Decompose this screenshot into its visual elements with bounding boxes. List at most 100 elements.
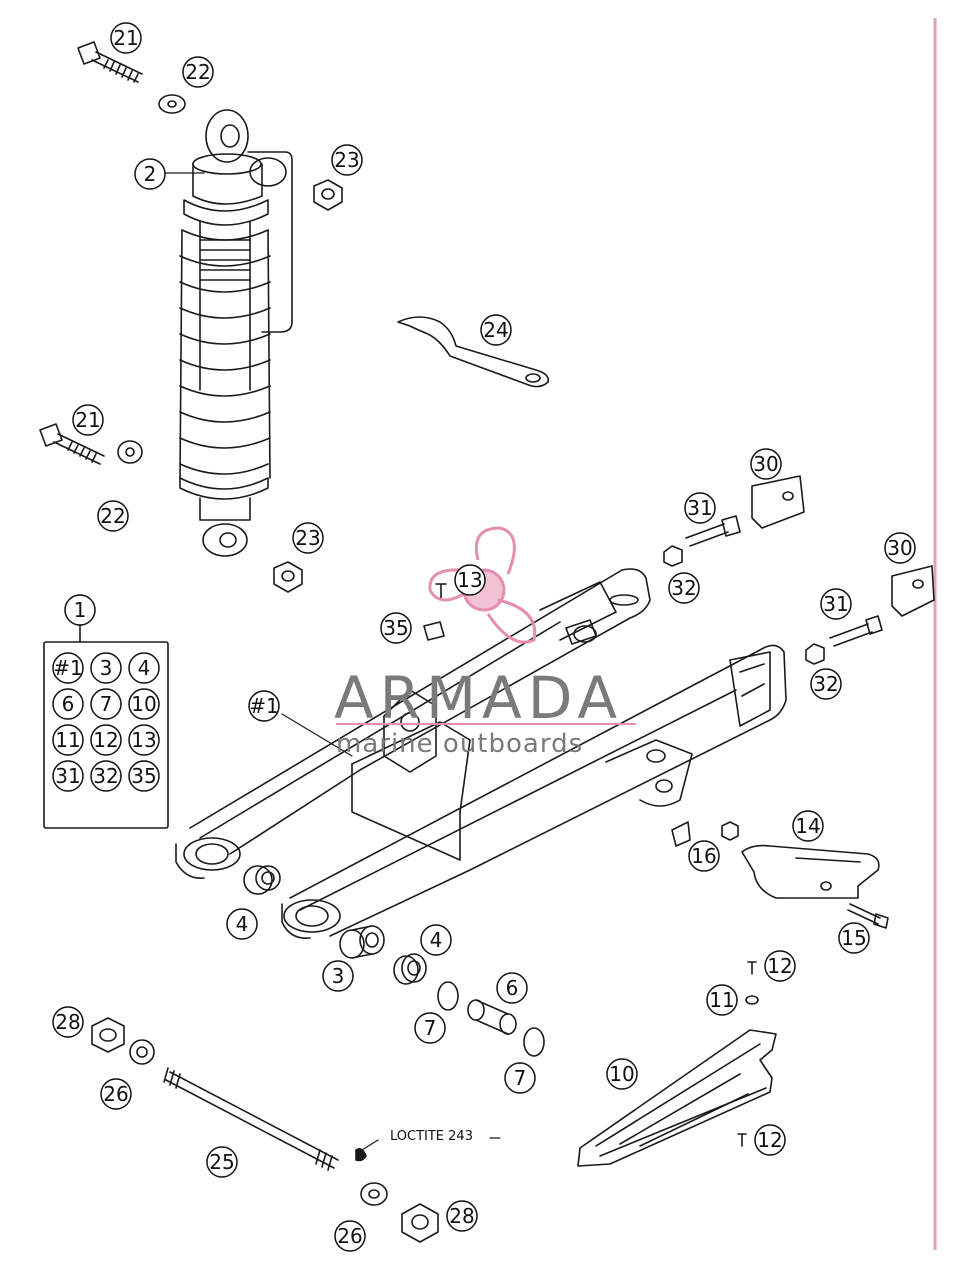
nut-32-upper	[663, 545, 683, 567]
callout-25: 25	[206, 1146, 238, 1178]
callout-label: 2	[144, 162, 157, 186]
callout-label: 4	[430, 928, 443, 952]
kit-box	[43, 623, 169, 829]
kit-heading-label: 1	[74, 598, 87, 622]
plate-30-lower	[891, 565, 935, 617]
callout-15: 15	[838, 922, 870, 954]
kit-item-label: 6	[62, 692, 75, 716]
callout-label: 22	[100, 504, 125, 528]
callout-4b: 4	[420, 924, 452, 956]
callout-circle	[810, 668, 842, 700]
callout-30b: 30	[884, 532, 916, 564]
callout-circle	[504, 1062, 536, 1094]
bearing-3	[339, 925, 385, 959]
callout-7a: 7	[414, 1012, 446, 1044]
plate-30-upper	[751, 475, 805, 529]
oring-7-left	[437, 981, 459, 1011]
callout-circle	[331, 144, 363, 176]
callout-label: 23	[334, 148, 359, 172]
kit-item: 3	[90, 652, 122, 684]
kit-item-circle	[90, 760, 122, 792]
callout-11: 11	[706, 984, 738, 1016]
callout--h1: #1	[248, 690, 280, 722]
callout-14: 14	[792, 810, 824, 842]
callout-circle	[248, 690, 280, 722]
kit-item-circle	[52, 760, 84, 792]
kit-item: 31	[52, 760, 84, 792]
callout-22a: 22	[182, 56, 214, 88]
bushing-4-left	[243, 865, 281, 895]
callout-circle	[838, 922, 870, 954]
callout-label: 13	[457, 568, 482, 592]
callout-circle	[52, 1006, 84, 1038]
kit-item: #1	[52, 652, 84, 684]
callout-label: 23	[295, 526, 320, 550]
kit-item-label: 32	[93, 764, 118, 788]
kit-item-label: 11	[55, 728, 80, 752]
callout-circle	[820, 588, 852, 620]
callout-label: 22	[185, 60, 210, 84]
callout-label: 7	[424, 1016, 437, 1040]
callout-label: 24	[483, 318, 508, 342]
kit-item-circle	[90, 652, 122, 684]
callout-31b: 31	[820, 588, 852, 620]
kit-item-label: 35	[131, 764, 156, 788]
callout-circle	[110, 22, 142, 54]
callout-circle	[754, 1124, 786, 1156]
callout-circle	[454, 564, 486, 596]
callout-label: 30	[887, 536, 912, 560]
kit-item-label: 4	[138, 656, 151, 680]
kit-item-circle	[90, 688, 122, 720]
nut-28-left	[91, 1017, 125, 1053]
callout-label: 16	[691, 844, 716, 868]
callout-32b: 32	[810, 668, 842, 700]
kit-item: 35	[128, 760, 160, 792]
callout-23b: 23	[292, 522, 324, 554]
axle-25	[163, 1067, 367, 1171]
kit-item-circle	[128, 724, 160, 756]
kit-item-label: 10	[131, 692, 156, 716]
callout-label: 15	[841, 926, 866, 950]
callout-16: 16	[688, 840, 720, 872]
bolt-21-upper	[77, 41, 143, 83]
callout-circle	[226, 908, 258, 940]
kit-item: 10	[128, 688, 160, 720]
callout-circle	[764, 950, 796, 982]
callout-31a: 31	[684, 492, 716, 524]
callout-circle	[420, 924, 452, 956]
kit-item: 13	[128, 724, 160, 756]
bushing-4-right	[393, 953, 427, 985]
callout-label: 28	[449, 1204, 474, 1228]
callout-label: 6	[506, 976, 519, 1000]
callout-6: 6	[496, 972, 528, 1004]
callout-circle	[684, 492, 716, 524]
callout-label: 26	[337, 1224, 362, 1248]
kit-item: 7	[90, 688, 122, 720]
kit-item-label: 12	[93, 728, 118, 752]
screw-12-upper	[747, 961, 757, 975]
screw-13	[435, 583, 447, 599]
kit-item-label: #1	[53, 656, 82, 680]
callout-circle	[206, 1146, 238, 1178]
callout-circle	[884, 532, 916, 564]
callout-2: 2	[134, 158, 166, 190]
wrench-24	[397, 316, 550, 388]
callout-circle	[97, 500, 129, 532]
callout-35: 35	[380, 612, 412, 644]
kit-item-circle	[52, 724, 84, 756]
bolt-21-lower	[39, 423, 105, 465]
callout-label: 7	[514, 1066, 527, 1090]
callout-label: 32	[671, 576, 696, 600]
washer-22-upper	[158, 94, 186, 114]
callout-label: 3	[332, 964, 345, 988]
callout-label: 28	[55, 1010, 80, 1034]
callout-circle	[446, 1200, 478, 1232]
callout-21b: 21	[72, 404, 104, 436]
callout-label: 26	[103, 1082, 128, 1106]
callout-circle	[380, 612, 412, 644]
callout-circle	[292, 522, 324, 554]
kit-item: 12	[90, 724, 122, 756]
kit-item-label: 7	[100, 692, 113, 716]
callout-30a: 30	[750, 448, 782, 480]
bolt-31-lower	[829, 615, 883, 647]
